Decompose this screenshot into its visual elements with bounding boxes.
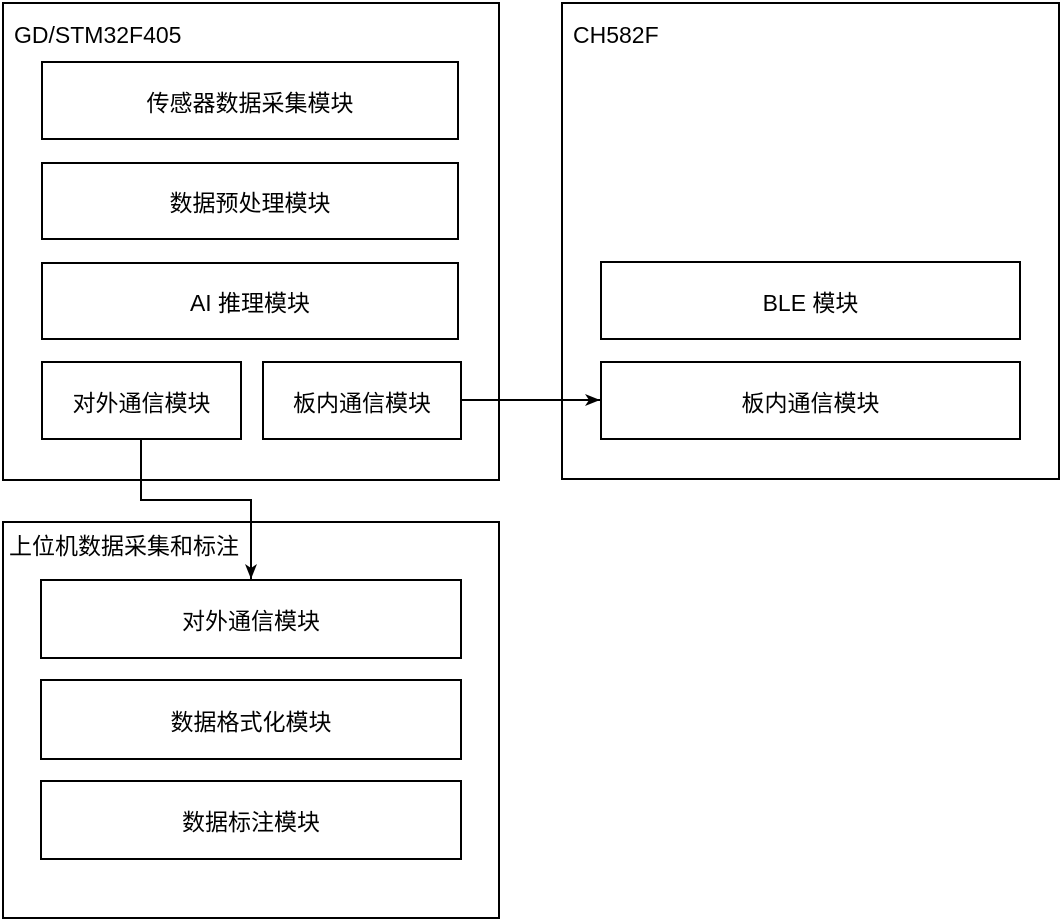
container-label-gd-stm32f405: GD/STM32F405 <box>14 22 182 48</box>
module-onboard-comm-gd: 板内通信模块 <box>262 361 462 440</box>
module-external-comm-gd: 对外通信模块 <box>41 361 242 440</box>
module-ble: BLE 模块 <box>600 261 1021 340</box>
module-sensor-data-acquisition: 传感器数据采集模块 <box>41 61 459 140</box>
module-data-annotation: 数据标注模块 <box>40 780 462 860</box>
container-label-host-annotation: 上位机数据采集和标注 <box>9 533 239 559</box>
module-external-comm-host: 对外通信模块 <box>40 579 462 659</box>
container-gd-stm32f405: GD/STM32F405 传感器数据采集模块 数据预处理模块 AI 推理模块 对… <box>2 2 500 481</box>
container-label-ch582f: CH582F <box>573 22 659 48</box>
module-ai-inference: AI 推理模块 <box>41 262 459 340</box>
container-ch582f: CH582F BLE 模块 板内通信模块 <box>561 2 1060 480</box>
container-host-annotation: 上位机数据采集和标注 对外通信模块 数据格式化模块 数据标注模块 <box>2 521 500 919</box>
module-onboard-comm-ch582f: 板内通信模块 <box>600 361 1021 440</box>
module-data-preprocessing: 数据预处理模块 <box>41 162 459 240</box>
module-data-formatting: 数据格式化模块 <box>40 679 462 760</box>
